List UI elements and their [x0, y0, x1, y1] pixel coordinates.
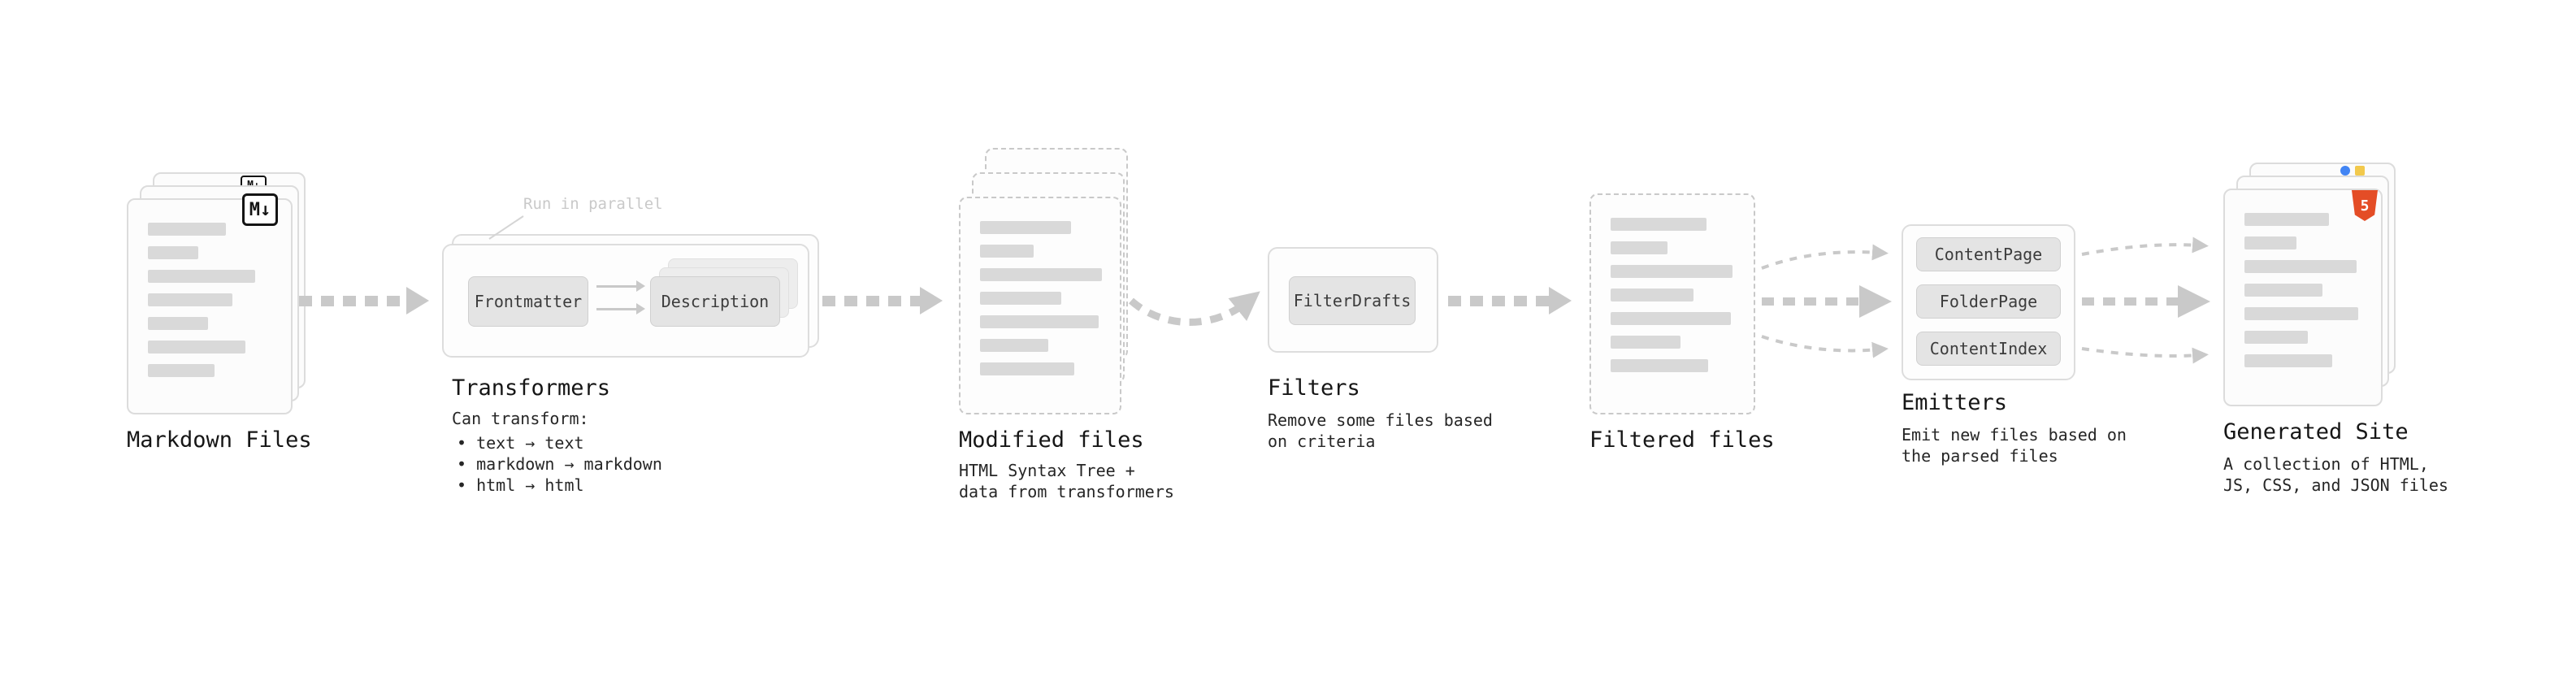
markdown-files-card-front [127, 198, 293, 414]
sublabel-line: Remove some files based [1268, 410, 1493, 430]
bullet-item: • markdown → markdown [457, 454, 662, 474]
markdown-files-label: Markdown Files [127, 427, 312, 453]
modified-files-label: Modified files [959, 427, 1144, 453]
transform-flow-arrow-bottom [596, 303, 645, 314]
sublabel-line: JS, CSS, and JSON files [2223, 475, 2448, 495]
run-in-parallel-annotation: Run in parallel [523, 195, 663, 213]
filters-sublabel: Remove some files based on criteria [1268, 410, 1493, 452]
emitter-box-contentindex: ContentIndex [1916, 332, 2061, 366]
file-content-bars [148, 223, 270, 377]
sublabel-line: A collection of HTML, [2223, 454, 2429, 474]
emitter-box-folderpage: FolderPage [1916, 284, 2061, 319]
markdown-icon: M↓ [242, 193, 278, 226]
arrow-filters-to-filtered [1448, 286, 1572, 315]
filterdrafts-box: FilterDrafts [1289, 276, 1416, 325]
sublabel-line: on criteria [1268, 432, 1376, 451]
arrows-filtered-to-emitters [1761, 244, 1892, 358]
filtered-files-card [1589, 193, 1755, 414]
file-content-bars [2244, 213, 2360, 367]
run-in-parallel-connector-line [488, 215, 524, 240]
arrow-modified-to-filters [1129, 291, 1260, 326]
sublabel-line: Emit new files based on [1902, 425, 2127, 445]
emitters-sublabel: Emit new files based on the parsed files [1902, 424, 2127, 466]
bullet-item: • html → html [457, 475, 584, 495]
file-type-dot-blue [2340, 166, 2350, 176]
generated-site-label: Generated Site [2223, 419, 2409, 445]
transform-flow-arrow-top [596, 280, 645, 292]
generated-site-card-front [2223, 189, 2383, 406]
frontmatter-box: Frontmatter [468, 276, 588, 327]
generated-site-sublabel: A collection of HTML, JS, CSS, and JSON … [2223, 453, 2448, 496]
modified-files-sublabel: HTML Syntax Tree + data from transformer… [959, 460, 1174, 502]
filtered-files-label: Filtered files [1589, 427, 1775, 453]
description-box: Description [650, 276, 780, 327]
sublabel-line: HTML Syntax Tree + [959, 461, 1135, 480]
emitters-label: Emitters [1902, 390, 2008, 415]
arrows-emitters-to-generated [2081, 236, 2210, 364]
arrow-transformers-to-modified [822, 286, 943, 315]
transformers-label: Transformers [452, 375, 611, 401]
modified-files-card-front [959, 197, 1121, 414]
file-type-dot-yellow [2355, 166, 2365, 176]
emitter-box-contentpage: ContentPage [1916, 237, 2061, 271]
transformers-description-title: Can transform: [452, 409, 589, 428]
arrow-markdown-to-transformers [299, 286, 429, 315]
file-content-bars [1611, 218, 1733, 372]
transformers-bullets: • text → text • markdown → markdown • ht… [457, 432, 662, 496]
bullet-item: • text → text [457, 433, 584, 453]
file-content-bars [980, 221, 1102, 375]
sublabel-line: the parsed files [1902, 446, 2058, 466]
filters-label: Filters [1268, 375, 1360, 401]
sublabel-line: data from transformers [959, 482, 1174, 501]
